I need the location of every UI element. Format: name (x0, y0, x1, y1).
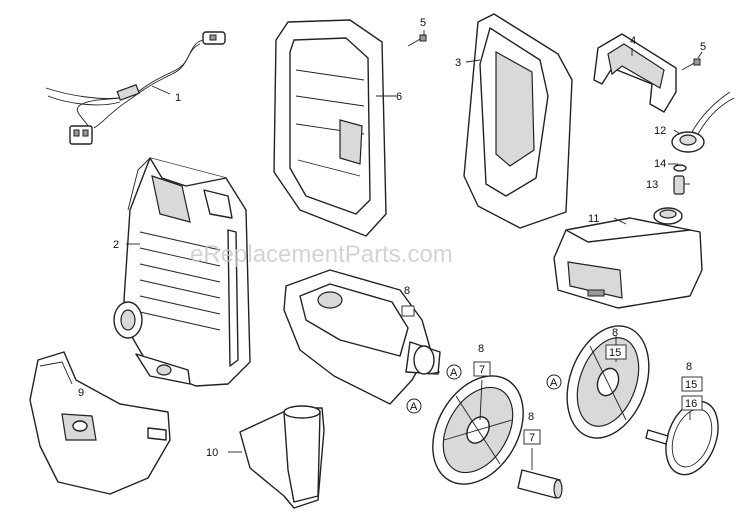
part-wheel-left (432, 375, 524, 485)
ref-circle-a1 (446, 364, 462, 380)
callout-15a: 15 (609, 347, 621, 359)
callout-box-15a (605, 344, 627, 360)
part-handle (593, 33, 677, 113)
ref-circle-a2 (406, 398, 422, 414)
callout-7a: 7 (479, 364, 485, 376)
callout-box-16 (681, 395, 703, 411)
callout-14: 14 (654, 158, 666, 170)
part-screw-b (681, 51, 703, 71)
callout-15b: 15 (685, 379, 697, 391)
ref-label-a1: A (450, 367, 458, 379)
part-detergent-tank (553, 207, 703, 309)
callout-13: 13 (646, 179, 658, 191)
callout-8e: 8 (686, 361, 692, 373)
callout-8c: 8 (528, 411, 534, 423)
callout-5a: 5 (420, 17, 426, 29)
part-rear-cover (463, 13, 573, 229)
callout-7b: 7 (529, 432, 535, 444)
callout-5b: 5 (700, 41, 706, 53)
part-front-housing (113, 157, 251, 387)
callout-8d: 8 (612, 327, 618, 339)
part-accessory-holder (228, 405, 325, 509)
part-axle (517, 469, 563, 499)
leader-lines (427, 336, 691, 470)
callout-6: 6 (396, 91, 402, 103)
part-fitting (673, 175, 690, 195)
part-wheel-right (566, 325, 650, 439)
callout-9: 9 (78, 387, 84, 399)
watermark: eReplacementParts.com (190, 241, 453, 268)
ref-label-a2: A (410, 401, 418, 413)
ref-circle-a3 (546, 374, 562, 390)
callout-box-7b (523, 429, 541, 445)
part-hubcap (645, 400, 719, 476)
part-screw-a (407, 30, 427, 47)
callout-3: 3 (455, 57, 461, 69)
callout-11: 11 (588, 213, 599, 225)
callout-8a: 8 (404, 285, 410, 297)
callout-12: 12 (654, 125, 666, 137)
callout-box-7a (473, 361, 491, 377)
callout-2: 2 (113, 239, 119, 251)
part-base-frame (283, 269, 441, 405)
callout-4: 4 (630, 35, 636, 47)
callout-10: 10 (206, 447, 218, 459)
part-front-guard (29, 351, 171, 495)
part-rear-frame (273, 19, 396, 237)
callout-16: 16 (685, 398, 697, 410)
part-power-cord (45, 31, 226, 145)
callout-1: 1 (175, 92, 181, 104)
part-tank-cap (671, 91, 735, 153)
part-seal (668, 163, 687, 172)
callout-box-15b (681, 376, 703, 392)
callout-8b: 8 (478, 343, 484, 355)
ref-label-a3: A (550, 377, 558, 389)
